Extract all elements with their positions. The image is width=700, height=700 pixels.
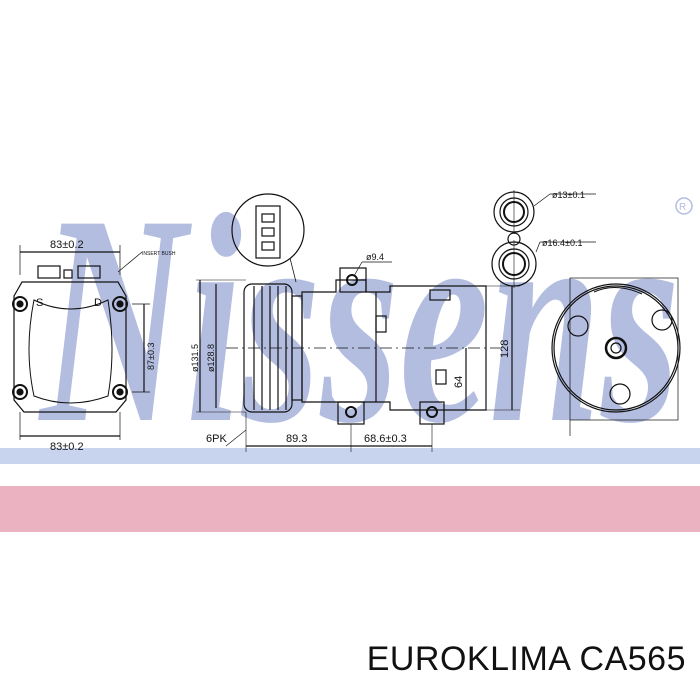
belt-type: 6PK — [206, 433, 227, 445]
blue-band — [0, 448, 700, 464]
port-2-diameter: ø16.4±0.1 — [542, 238, 582, 248]
height-partial: 64 — [453, 376, 465, 388]
height-total: 128 — [499, 340, 511, 358]
hole-diameter: ø9.4 — [366, 252, 384, 262]
left-height: 87±0.3 — [146, 343, 156, 370]
side-view — [196, 261, 520, 452]
connector-detail — [231, 193, 305, 283]
left-width-top: 83±0.2 — [50, 239, 84, 251]
port-details — [491, 190, 596, 288]
front-view — [551, 277, 681, 436]
port-discharge-label: D — [94, 297, 102, 309]
svg-text:R: R — [679, 202, 686, 213]
pulley-inner-diameter: ø128.8 — [206, 344, 216, 372]
length-2: 68.6±0.3 — [364, 433, 407, 445]
left-width-bottom: 83±0.2 — [50, 441, 84, 453]
port-suction-label: S — [36, 297, 43, 309]
pulley-outer-diameter: ø131.5 — [190, 344, 200, 372]
port-1-diameter: ø13±0.1 — [552, 190, 585, 200]
left-view — [12, 245, 150, 440]
insert-bush-note: INSERT BUSH — [142, 251, 176, 257]
pink-band — [0, 486, 700, 532]
length-1: 89.3 — [286, 433, 307, 445]
product-caption: EUROKLIMA CA565 — [366, 640, 686, 678]
watermark-text: Nissens — [37, 153, 680, 485]
